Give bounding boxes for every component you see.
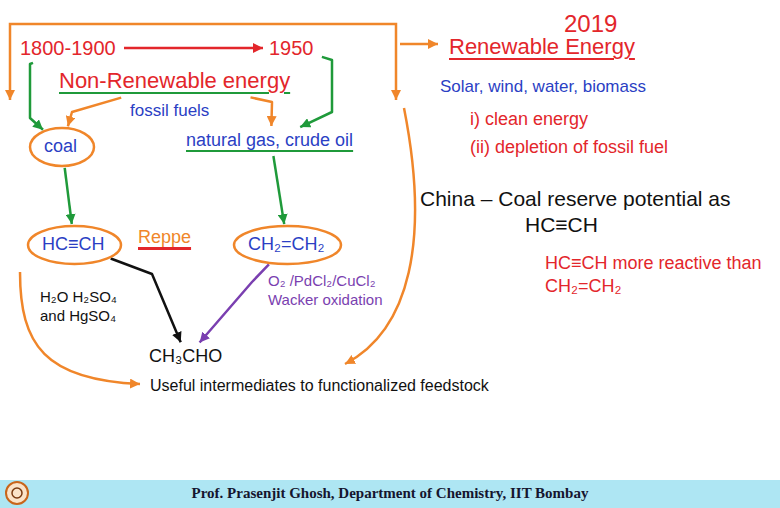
node-text: CH₃CHO (149, 346, 225, 368)
list-item: (ii) depletion of fossil fuel (470, 136, 668, 159)
connector-arrow (251, 97, 273, 126)
flow-arrow (345, 108, 415, 364)
circled-term: coal (28, 126, 96, 168)
node-text: Non-Renewable energy (59, 68, 293, 94)
connector-arrow (200, 264, 269, 342)
reagent-label: H₂O H₂SO₄ and HgSO₄ (40, 288, 120, 326)
connector-arrow (300, 57, 332, 127)
connector-arrow (111, 259, 181, 343)
connector-arrow (65, 168, 72, 224)
note-text: HC≡CH more reactive than CH₂=CH₂ (545, 252, 770, 297)
footer-credit: Prof. Prasenjit Ghosh, Department of Che… (0, 484, 780, 503)
year-node: 1800-1900 (16, 34, 122, 62)
connector-arrow (124, 47, 263, 50)
ellipse-outline (30, 128, 94, 166)
institute-logo (6, 482, 28, 504)
note-text: Useful intermediates to functionalized f… (150, 376, 489, 396)
list-text: Solar, wind, water, biomass (440, 76, 646, 97)
product-node: CH₃CHO (145, 344, 229, 370)
ellipse-outline (28, 226, 121, 264)
node-text: Renewable Energy (449, 34, 637, 60)
connector-arrow (30, 63, 43, 130)
institute-logo (12, 488, 22, 498)
node-text: 1800-1900 (20, 36, 118, 60)
name-label: Reppe (138, 226, 191, 249)
heading-node: Renewable Energy (445, 32, 641, 63)
node-text: coal (44, 136, 80, 158)
circled-molecule: HC≡CH (26, 224, 123, 266)
year-node: 1950 (265, 34, 320, 62)
node-text: natural gas, crude oil (186, 130, 356, 152)
node-text: 1950 (269, 36, 316, 60)
note-text: fossil fuels (130, 100, 209, 121)
ellipse-outline (234, 226, 341, 264)
node-text: HC≡CH (42, 234, 107, 256)
pointer-arrow (400, 43, 438, 46)
heading-node: Non-Renewable energy (55, 66, 297, 97)
connector-arrow (273, 156, 284, 224)
circled-molecule: CH₂=CH₂ (232, 224, 343, 266)
note-text: China – Coal reserve potential as HC≡CH (420, 186, 740, 239)
source-node: natural gas, crude oil (182, 128, 360, 154)
flow-arrow (20, 272, 140, 384)
era-bracket (10, 24, 396, 100)
reagent-label: O₂ /PdCl₂/CuCl₂ Wacker oxidation (268, 272, 408, 310)
node-text: CH₂=CH₂ (248, 234, 327, 256)
connector-arrow (68, 98, 121, 127)
list-item: i) clean energy (470, 108, 588, 131)
